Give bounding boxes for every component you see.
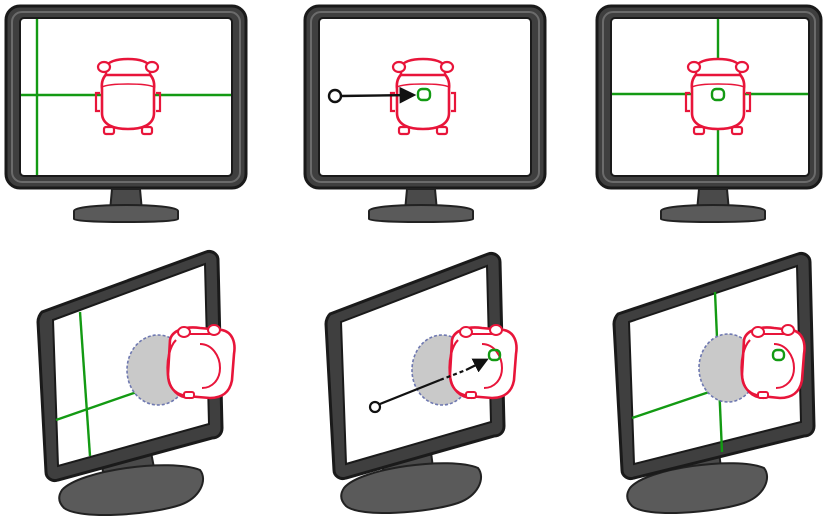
monitor-perspective-1 (38, 251, 235, 515)
robot (167, 325, 234, 398)
robot (686, 59, 750, 134)
robot (741, 325, 804, 398)
robot (391, 59, 455, 134)
monitor-perspective-2 (326, 253, 517, 513)
monitor-front-1 (6, 6, 246, 222)
monitor-perspective-3 (614, 253, 814, 513)
monitor-front-3 (597, 6, 821, 222)
monitor-front-2 (305, 6, 545, 222)
robot (96, 59, 160, 134)
